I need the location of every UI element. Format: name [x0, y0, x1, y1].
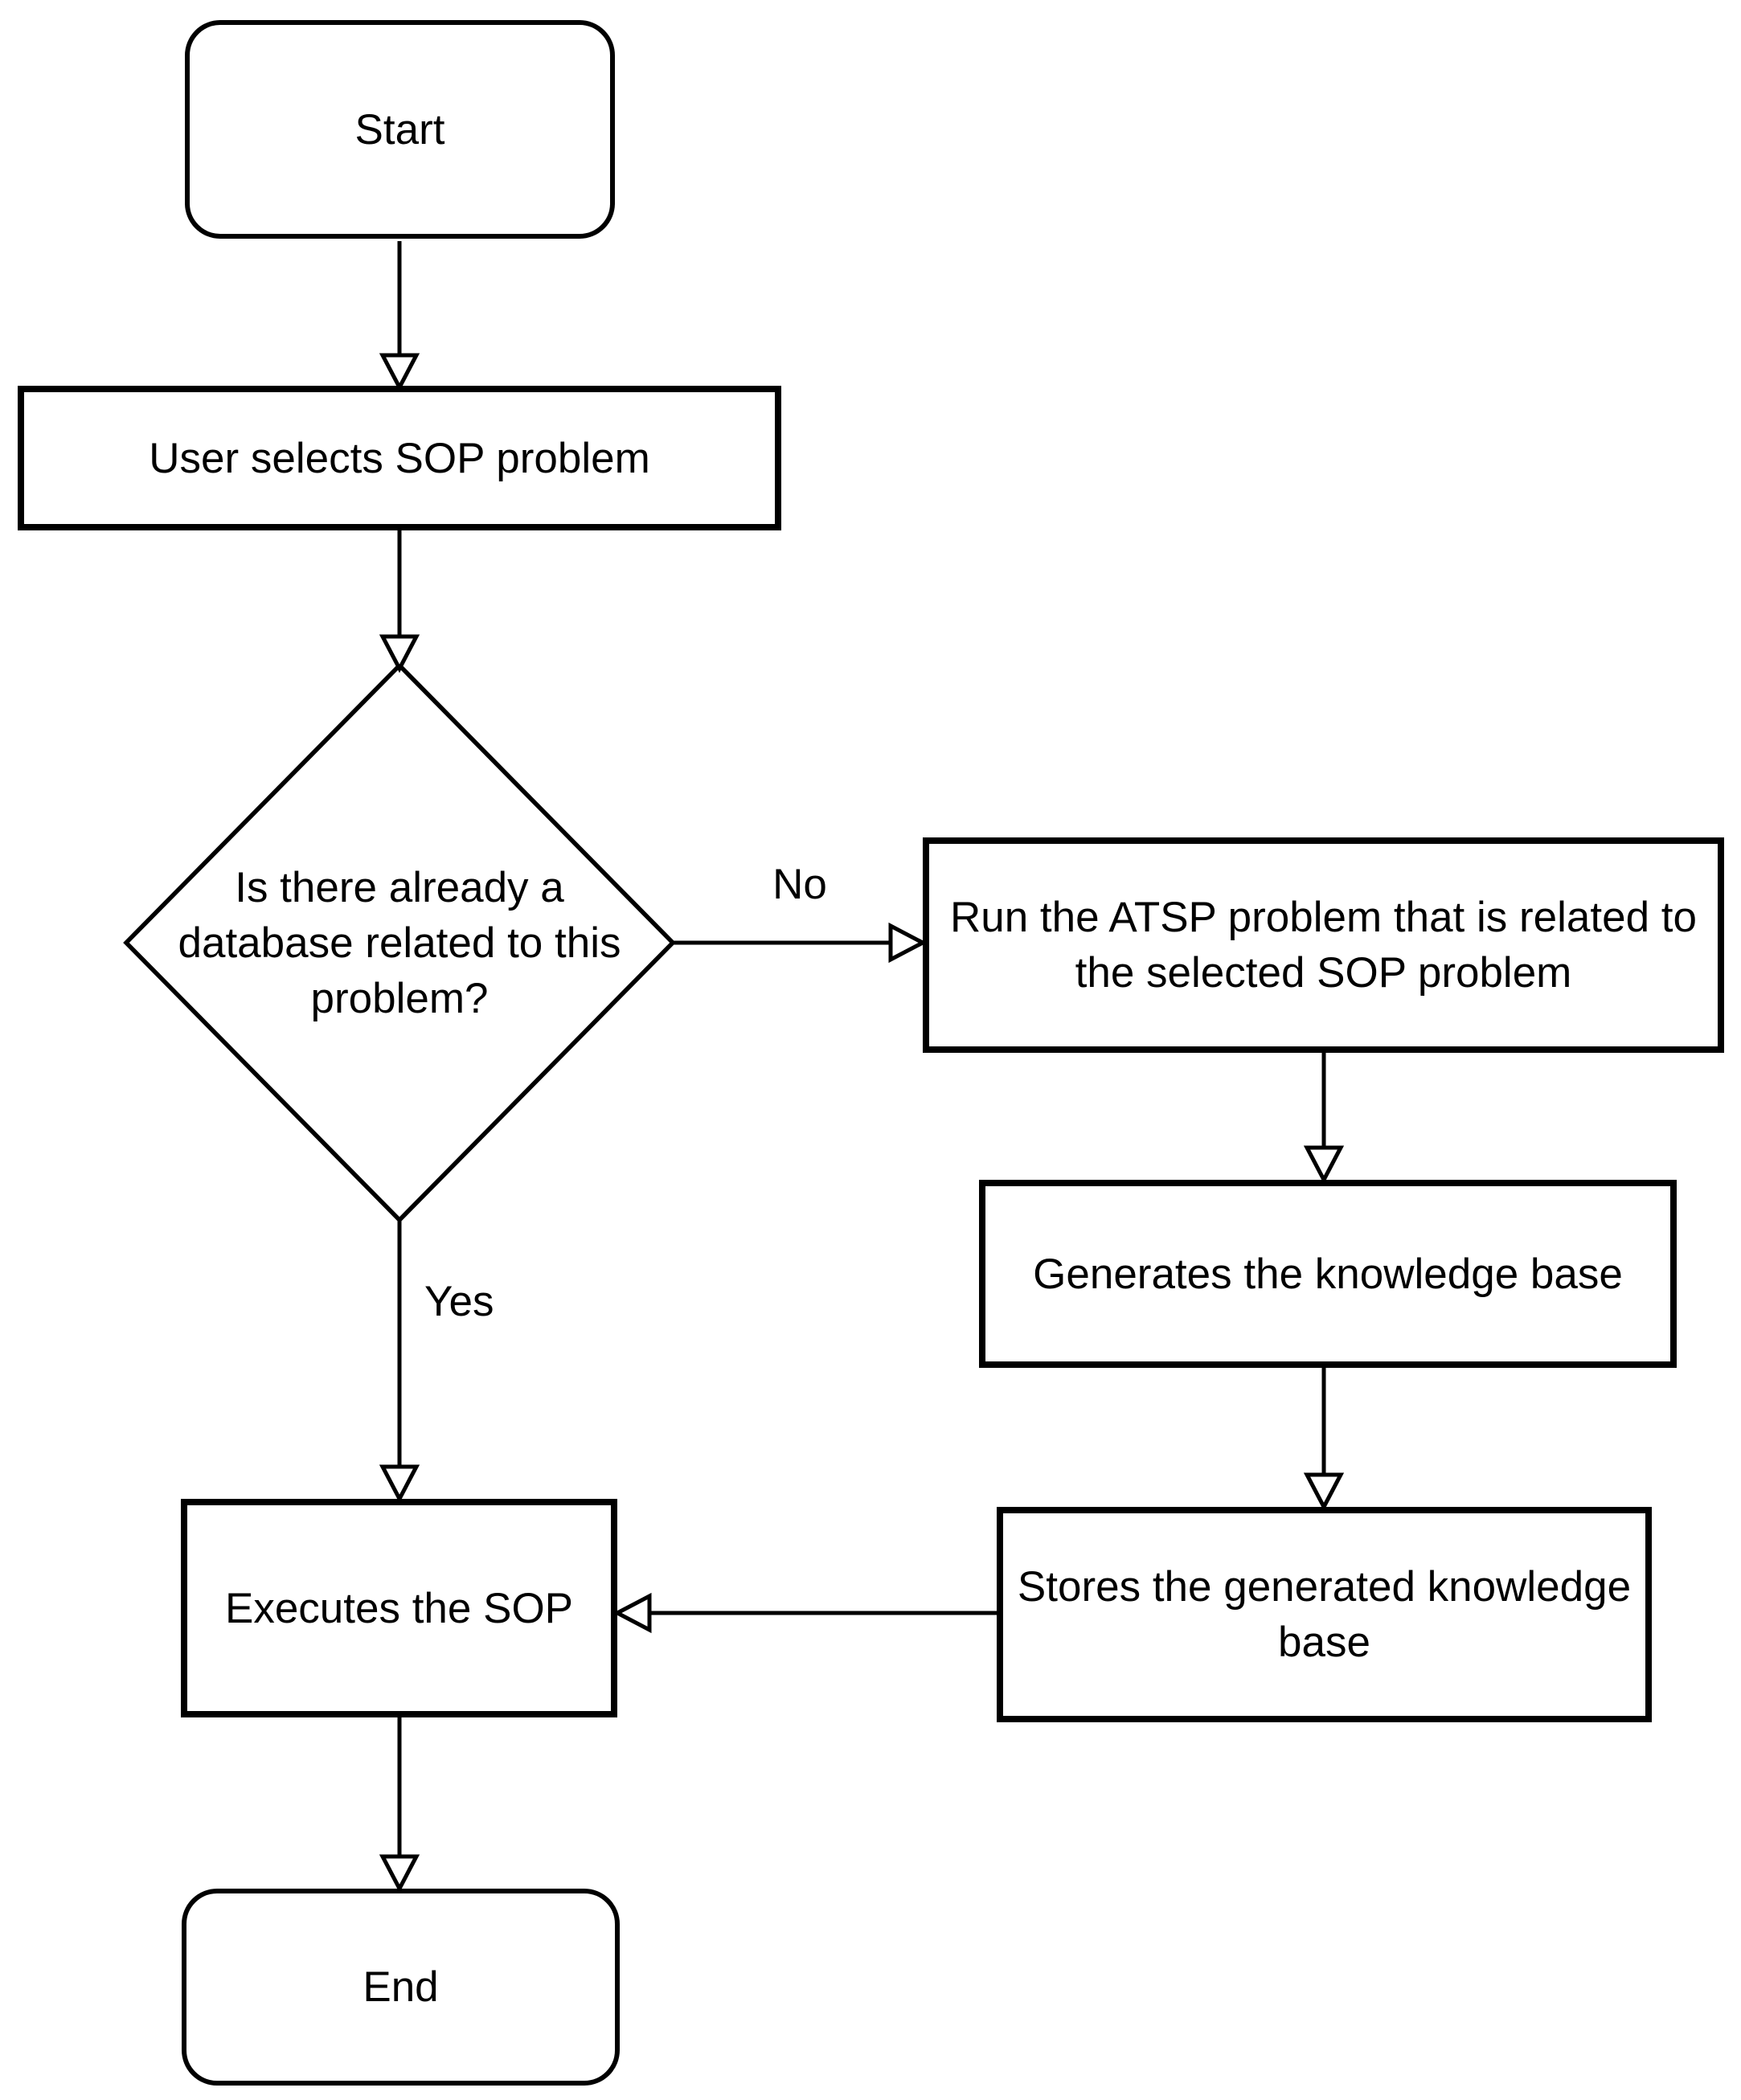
node-decision: Is there already a database related to t…	[134, 854, 665, 1031]
node-start-label: Start	[354, 105, 445, 154]
edge-label-no: No	[772, 861, 827, 908]
node-generates-kb-label: Generates the knowledge base	[1033, 1250, 1623, 1298]
arrowhead-start-user-icon	[379, 353, 420, 392]
arrowhead-user-decision-icon	[379, 634, 420, 673]
node-user-selects-label: User selects SOP problem	[149, 434, 650, 482]
node-start: Start	[185, 20, 615, 239]
arrowhead-executes-end-icon	[379, 1854, 420, 1893]
node-run-atsp: Run the ATSP problem that is related to …	[923, 837, 1724, 1053]
node-run-atsp-label: Run the ATSP problem that is related to …	[949, 894, 1697, 997]
arrowhead-decision-executes-icon	[379, 1464, 420, 1504]
arrowhead-stores-executes-icon	[612, 1592, 652, 1634]
node-generates-kb: Generates the knowledge base	[979, 1180, 1677, 1368]
arrowhead-generates-stores-icon	[1303, 1472, 1345, 1512]
node-stores-kb: Stores the generated knowledge base	[997, 1507, 1652, 1722]
edge-label-yes: Yes	[424, 1278, 494, 1325]
node-executes-sop: Executes the SOP	[181, 1499, 617, 1717]
node-decision-label: Is there already a database related to t…	[178, 863, 621, 1022]
arrowhead-runatsp-generates-icon	[1303, 1145, 1345, 1185]
node-end-label: End	[363, 1963, 439, 2011]
node-executes-sop-label: Executes the SOP	[224, 1584, 574, 1632]
arrowhead-decision-runatsp-icon	[888, 922, 928, 964]
node-end: End	[182, 1889, 620, 2086]
node-stores-kb-label: Stores the generated knowledge base	[1017, 1563, 1632, 1666]
node-user-selects: User selects SOP problem	[18, 386, 781, 530]
